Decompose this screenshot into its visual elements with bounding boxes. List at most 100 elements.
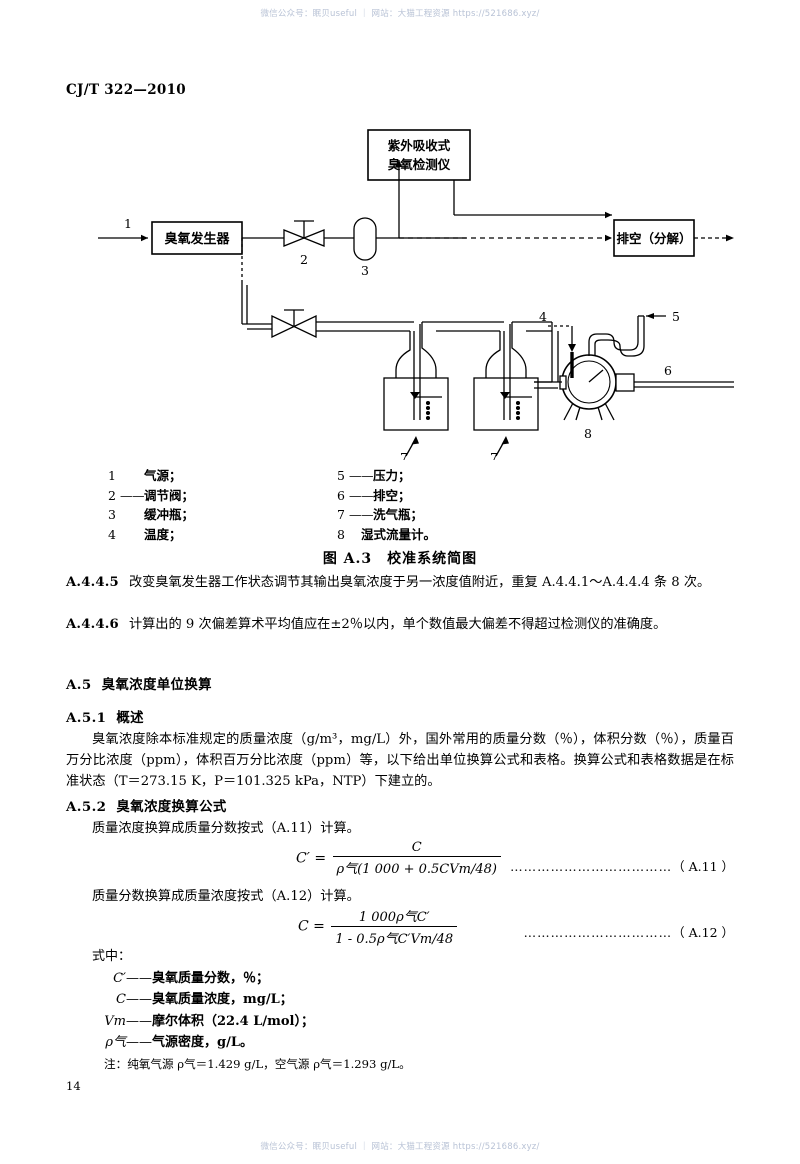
- figure-block-ozone-generator: 臭氧发生器: [164, 231, 230, 247]
- legend-item-3: 3 缓冲瓶；: [108, 505, 333, 525]
- section-a5-title: 臭氧浓度单位换算: [101, 677, 212, 693]
- figure-block-detector-line1: 紫外吸收式: [388, 138, 451, 153]
- formula-a12-fraction: 1 000ρ气C′ 1 - 0.5ρ气C′Vm/48: [331, 906, 458, 947]
- where-item-c: C——臭氧质量浓度，mg/L；: [66, 989, 734, 1011]
- legend-item-1-dash: [120, 468, 144, 483]
- page-number: 14: [66, 1079, 81, 1093]
- section-heading-a51: A.5.1 概述: [66, 706, 144, 726]
- legend-item-3-number: 3: [108, 507, 116, 522]
- formula-a12-lhs: C: [298, 918, 309, 935]
- legend-item-2-dash: ——: [120, 487, 145, 503]
- where-item-rho-dash: ——: [126, 1035, 152, 1050]
- legend-item-8-number: 8: [336, 526, 345, 542]
- legend-item-3-dash: [120, 507, 144, 522]
- section-a51-title: 概述: [116, 710, 144, 726]
- figure-callout-4: 4: [539, 309, 547, 324]
- legend-item-5-label: 压力；: [372, 468, 411, 483]
- where-item-vm-dash: ——: [126, 1013, 152, 1029]
- figure-callout-2: 2: [300, 252, 308, 267]
- clause-a4446-number: A.4.4.6: [66, 617, 119, 632]
- formula-a12-tag-group: ……………………………（ A.12 ）: [524, 922, 734, 941]
- legend-item-2-label: 调节阀；: [144, 487, 195, 503]
- where-item-vm-desc: 摩尔体积（22.4 L/mol）；: [152, 1013, 314, 1029]
- formula-a11-tag-group: ………………………………（ A.11 ）: [510, 856, 734, 875]
- legend-item-4-dash: [120, 527, 144, 542]
- where-item-rho: ρ气——气源密度，g/L。: [66, 1032, 734, 1054]
- formula-a12-leader: ……………………………: [523, 925, 673, 940]
- legend-item-2: 2——调节阀；: [108, 486, 333, 506]
- section-a52-number: A.5.2: [66, 799, 107, 815]
- where-item-c-dash: ——: [126, 992, 152, 1007]
- formula-a12-row: C = 1 000ρ气C′ 1 - 0.5ρ气C′Vm/48 …………………………: [66, 906, 734, 947]
- clause-a4446-text: 计算出的 9 次偏差算术平均值应在±2％以内，单个数值最大偏差不得超过检测仪的准…: [128, 617, 667, 632]
- clause-a4445-number: A.4.4.5: [66, 575, 119, 590]
- legend-item-1-label: 气源；: [144, 468, 182, 483]
- legend-item-5: 5——压力；: [337, 466, 597, 486]
- where-item-vm: Vm——摩尔体积（22.4 L/mol）；: [66, 1011, 734, 1033]
- section-heading-a52: A.5.2 臭氧浓度换算公式: [66, 795, 227, 815]
- section-a5-number: A.5: [66, 677, 92, 693]
- legend-item-7-number: 7: [336, 507, 345, 522]
- formula-a11-denominator: ρ气(1 000 + 0.5CVm/48): [336, 862, 497, 877]
- formula-a11-leader: ………………………………: [510, 859, 673, 874]
- figure-block-vent: 排空（分解）: [616, 231, 691, 246]
- figure-callout-7-a: 7: [400, 450, 408, 460]
- figure-callout-3: 3: [361, 263, 369, 278]
- legend-item-4-number: 4: [108, 526, 116, 542]
- overview-paragraph: 臭氧浓度除本标准规定的质量浓度（g/m³，mg/L）外，国外常用的质量分数（％）…: [66, 732, 734, 789]
- formula-intro-2: 质量分数换算成质量浓度按式（A.12）计算。: [92, 889, 360, 904]
- formula-note: 注：纯氧气源 ρ气＝1.429 g/L，空气源 ρ气＝1.293 g/L。: [104, 1056, 411, 1071]
- figure-callout-5: 5: [672, 309, 680, 324]
- figure-callout-6: 6: [664, 363, 672, 378]
- section-a51-number: A.5.1: [66, 710, 107, 726]
- formula-a11-fraction: C ρ气(1 000 + 0.5CVm/48): [332, 840, 501, 877]
- legend-item-1: 1 气源；: [108, 466, 333, 486]
- formula-a11-tag: （ A.11 ）: [672, 859, 734, 874]
- legend-item-4: 4 温度；: [108, 525, 333, 545]
- where-item-rho-desc: 气源密度，g/L。: [152, 1035, 253, 1050]
- where-item-c-symbol: C: [116, 992, 126, 1007]
- legend-item-1-number: 1: [108, 468, 116, 483]
- legend-item-7-dash: ——: [348, 507, 374, 522]
- formula-a11: C′ = C ρ气(1 000 + 0.5CVm/48): [296, 840, 503, 877]
- where-item-c-prime-symbol: C′: [113, 970, 126, 986]
- formula-a12: C = 1 000ρ气C′ 1 - 0.5ρ气C′Vm/48: [298, 906, 459, 947]
- watermark-top: 微信公众号：眠贝useful ｜ 网站：大猫工程资源 https://52168…: [260, 9, 540, 19]
- where-label: 式中：: [92, 949, 132, 964]
- where-item-rho-symbol: ρ气: [105, 1035, 126, 1050]
- where-item-c-desc: 臭氧质量浓度，mg/L；: [152, 992, 293, 1007]
- legend-item-2-number: 2: [108, 487, 116, 503]
- standard-id-header: CJ/T 322—2010: [66, 82, 186, 98]
- formula-a12-numerator: 1 000ρ气C′: [331, 906, 458, 927]
- legend-item-3-label: 缓冲瓶；: [144, 507, 195, 522]
- legend-item-6-label: 排空；: [372, 487, 411, 503]
- legend-item-8-label: 湿式流量计。: [361, 526, 437, 542]
- legend-item-5-dash: ——: [348, 468, 374, 483]
- legend-item-6-number: 6: [336, 487, 345, 503]
- formula-a11-equals: =: [314, 850, 327, 867]
- figure-legend-column-right: 5——压力； 6——排空； 7——洗气瓶； 8 湿式流量计。: [337, 466, 597, 544]
- legend-item-8-dash: [349, 527, 361, 542]
- legend-item-6: 6——排空；: [337, 486, 597, 506]
- where-item-vm-symbol: Vm: [104, 1013, 126, 1029]
- legend-item-7-label: 洗气瓶；: [372, 507, 423, 522]
- formula-a11-numerator: C: [332, 840, 501, 857]
- legend-item-8: 8 湿式流量计。: [337, 525, 597, 545]
- formula-a12-denominator: 1 - 0.5ρ气C′Vm/48: [335, 932, 454, 947]
- where-item-c-prime: C′——臭氧质量分数，％；: [66, 968, 734, 990]
- legend-item-7: 7——洗气瓶；: [337, 505, 597, 525]
- legend-item-6-dash: ——: [348, 487, 374, 503]
- section-heading-a5: A.5 臭氧浓度单位换算: [66, 673, 212, 693]
- figure-legend: 1 气源； 2——调节阀； 3 缓冲瓶； 4 温度； 5——压力； 6——排空；…: [108, 466, 668, 544]
- formula-intro-1: 质量浓度换算成质量分数按式（A.11）计算。: [92, 821, 360, 836]
- clause-a4446: A.4.4.6 计算出的 9 次偏差算术平均值应在±2％以内，单个数值最大偏差不得…: [66, 614, 734, 635]
- figure-callout-7-b: 7: [490, 450, 498, 460]
- legend-item-4-label: 温度；: [144, 526, 182, 542]
- watermark-bottom: 微信公众号：眠贝useful ｜ 网站：大猫工程资源 https://52168…: [260, 1142, 540, 1152]
- figure-callout-1: 1: [124, 216, 132, 231]
- section-a52-title: 臭氧浓度换算公式: [116, 799, 227, 815]
- figure-caption: 图 A.3 校准系统简图: [322, 551, 478, 567]
- formula-a11-lhs: C′: [296, 850, 310, 867]
- where-item-c-prime-dash: ——: [126, 970, 152, 986]
